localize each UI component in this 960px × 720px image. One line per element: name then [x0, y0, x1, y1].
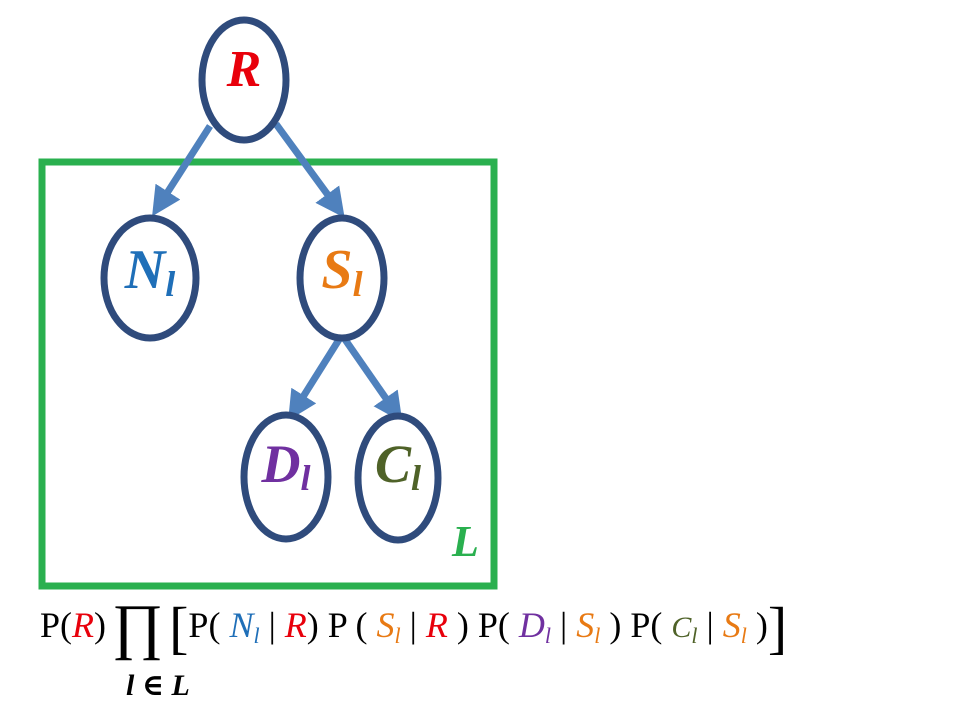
- open-bracket: [: [169, 595, 189, 660]
- formula-n: N: [229, 605, 254, 645]
- formula-s-sub: l: [740, 623, 747, 648]
- bayes-net-diagram: L R Nl Sl Dl Cl: [38, 16, 498, 590]
- formula-p: P: [327, 605, 347, 645]
- formula-d: D: [518, 605, 545, 645]
- formula-p: P: [477, 605, 498, 645]
- joint-probability-formula: P(R)∏[P( Nl | R) P ( Sl | R ) P( Dl | Sl…: [40, 593, 788, 661]
- node-d-subscript: l: [300, 458, 310, 498]
- svg-text:Nl: Nl: [124, 239, 175, 304]
- node-r: R: [198, 16, 290, 144]
- svg-text:Sl: Sl: [321, 239, 362, 304]
- formula-r: R: [425, 605, 448, 645]
- formula-n-sub: l: [253, 623, 260, 648]
- edge-r-to-n: [152, 124, 213, 217]
- formula-s-sub: l: [594, 623, 601, 648]
- edge-s-to-c: [341, 336, 403, 423]
- edge-r-to-s: [273, 121, 345, 218]
- node-s-label: S: [321, 239, 352, 301]
- formula-s: S: [576, 605, 595, 645]
- node-r-label: R: [226, 41, 262, 98]
- node-n-subscript: l: [165, 264, 175, 304]
- svg-text:R: R: [226, 41, 262, 98]
- formula-s-sub: l: [394, 623, 401, 648]
- svg-text:Cl: Cl: [375, 434, 421, 498]
- edge-s-to-d: [288, 336, 343, 421]
- node-d: Dl: [240, 411, 332, 543]
- close-bracket: ]: [767, 595, 788, 660]
- formula-r: R: [72, 605, 95, 645]
- plate-label: L: [451, 517, 479, 566]
- product-index: l ∈ L: [126, 669, 190, 702]
- formula-s: S: [376, 605, 395, 645]
- node-c-label: C: [375, 434, 412, 494]
- formula-d-sub: l: [544, 623, 551, 648]
- formula-p: P: [40, 605, 61, 645]
- product-symbol: ∏: [112, 593, 164, 661]
- formula-p: P: [630, 605, 651, 645]
- formula-p: P: [188, 605, 209, 645]
- node-n: Nl: [100, 214, 200, 342]
- formula-r: R: [284, 605, 307, 645]
- formula-s: S: [722, 605, 741, 645]
- plate-box: [38, 158, 498, 590]
- node-c-subscript: l: [411, 458, 421, 498]
- formula-c-sub: l: [691, 623, 698, 648]
- formula-c: C: [671, 611, 692, 644]
- svg-text:Dl: Dl: [260, 434, 310, 498]
- node-d-label: D: [260, 434, 300, 494]
- node-c: Cl: [354, 412, 442, 544]
- node-s-subscript: l: [353, 264, 363, 304]
- node-n-label: N: [124, 239, 168, 301]
- node-s: Sl: [296, 214, 388, 342]
